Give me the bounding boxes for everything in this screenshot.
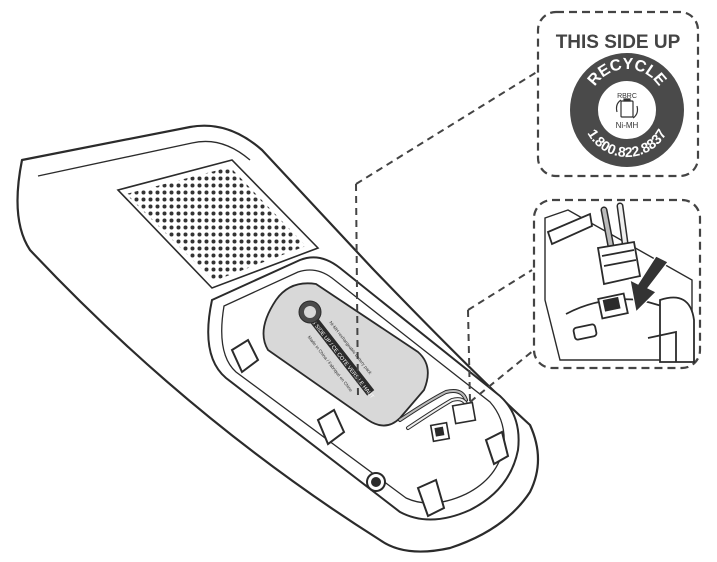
connector-detail-body	[544, 209, 695, 363]
battery-label-band	[308, 314, 375, 396]
speaker-grille	[116, 159, 320, 289]
leader-lines	[355, 69, 541, 403]
connector-plug	[596, 240, 642, 286]
battery-recycle-icon	[615, 98, 639, 119]
handset-connector	[429, 401, 477, 443]
recycle-seal: RECYCLE 1.800.822.8837 RBRC Ni-MH	[570, 53, 684, 167]
connector-detail-callout	[532, 198, 702, 370]
seal-org-text: RBRC	[617, 93, 637, 100]
insert-arrow-icon	[629, 255, 669, 314]
seal-chemistry-text: Ni-MH	[616, 121, 639, 130]
this-side-up-callout: THIS SIDE UP RECYCLE 1.800.822.8837 RBRC…	[536, 10, 700, 178]
callout-title: THIS SIDE UP	[556, 32, 681, 53]
battery-pack: THIS SIDE UP / CE COTE VERS LE HAUT Ni-M…	[262, 282, 429, 427]
